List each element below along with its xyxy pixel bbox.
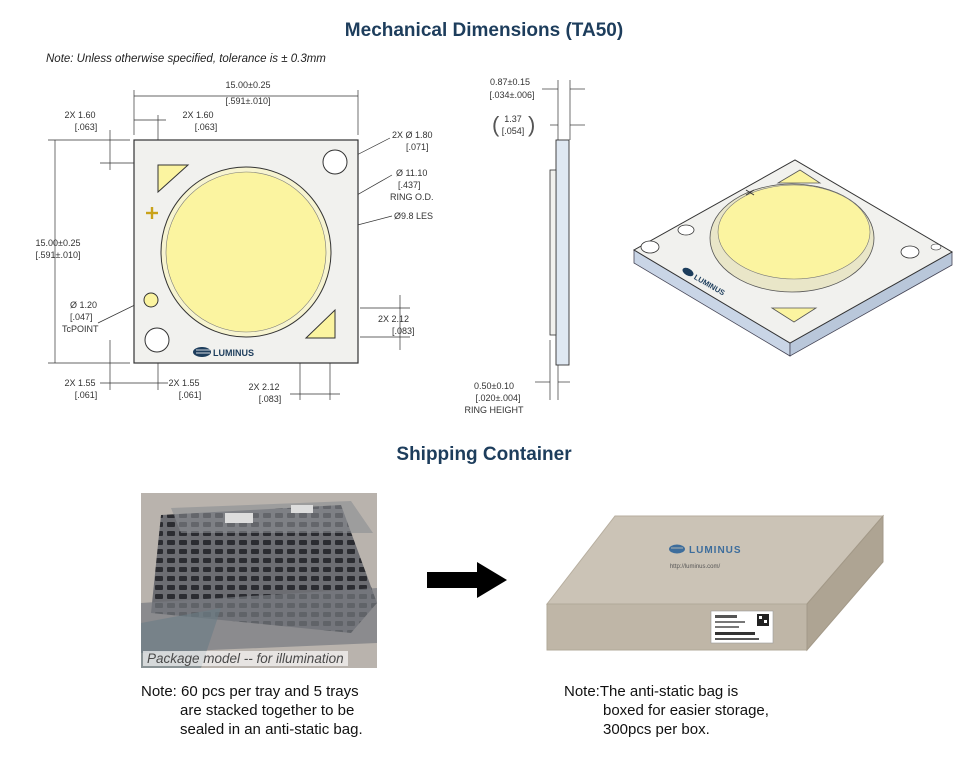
pad-bottom-dim: 2X 2.12	[248, 382, 279, 392]
shipping-box: LUMINUS http://luminus.com/	[545, 514, 885, 652]
width-dim-inch: [.591±.010]	[226, 96, 271, 106]
pad-dim-b: 2X 1.60	[182, 110, 213, 120]
hole-offset-b-inch: [.061]	[179, 390, 202, 400]
pad-dim-a-inch: [.063]	[75, 122, 98, 132]
ring-height-label: RING HEIGHT	[464, 405, 524, 415]
box-note-line-2: boxed for easier storage,	[603, 702, 769, 719]
page-title: Mechanical Dimensions (TA50)	[344, 20, 624, 41]
les-dim: Ø9.8 LES	[394, 211, 433, 221]
tray-photo: Package model -- for illumination	[141, 493, 377, 668]
svg-text:(: (	[492, 112, 500, 137]
height-dim: 15.00±0.25	[36, 238, 81, 248]
pad-right-dim: 2X 2.12	[378, 314, 409, 324]
box-brand: LUMINUS	[689, 545, 742, 556]
overall-dim-inch: [.054]	[502, 126, 525, 136]
hole-dim: 2X Ø 1.80	[392, 130, 433, 140]
box-logo-icon	[669, 544, 685, 554]
pad-dim-a: 2X 1.60	[64, 110, 95, 120]
pad-dim-b-inch: [.063]	[195, 122, 218, 132]
hole-dim-inch: [.071]	[406, 142, 429, 152]
pad-right-dim-inch: [.083]	[392, 326, 415, 336]
light-emitting-surface	[165, 171, 327, 333]
hole-offset-b: 2X 1.55	[168, 378, 199, 388]
iso-marker-icon	[745, 189, 755, 196]
top-view-drawing: LUMINUS 15.00±0.25 [.591±.010] 15.00±0.2…	[36, 80, 434, 404]
iso-light-emitting-surface	[717, 184, 871, 280]
box-note-line-3: 300pcs per box.	[603, 721, 710, 738]
tray-note-lead: Note:	[141, 683, 177, 700]
width-dim: 15.00±0.25	[226, 80, 271, 90]
ring-od-label: RING O.D.	[390, 192, 434, 202]
tolerance-note: Note: Unless otherwise specified, tolera…	[46, 53, 326, 65]
thickness-dim: 0.87±0.15	[490, 77, 530, 87]
ring-height-dim: 0.50±0.10	[474, 381, 514, 391]
box-url: http://luminus.com/	[670, 564, 721, 570]
isometric-view: LUMINUS	[633, 159, 954, 357]
box-note: Note:The anti-static bag is boxed for ea…	[564, 682, 769, 739]
side-view-drawing: 0.87±0.15 [.034±.006] 1.37 [.054] ( ) 0.…	[464, 77, 585, 415]
plus-marker-icon	[146, 207, 158, 219]
height-dim-inch: [.591±.010]	[36, 250, 81, 260]
tray-note-line-2: are stacked together to be	[180, 702, 355, 719]
tray-note-line-3: sealed in an anti-static bag.	[180, 721, 363, 738]
box-note-line-1: The anti-static bag is	[599, 683, 739, 700]
box-note-lead: Note:	[564, 683, 600, 700]
hole-offset-a: 2X 1.55	[64, 378, 95, 388]
luminus-logo-icon	[193, 347, 211, 357]
photo-caption: Package model -- for illumination	[143, 651, 348, 666]
tc-dim-inch: [.047]	[70, 312, 93, 322]
thickness-dim-inch: [.034±.006]	[490, 90, 535, 100]
tray-note-line-1: 60 pcs per tray and 5 trays	[181, 683, 359, 700]
top-view-brand: LUMINUS	[213, 348, 254, 358]
ring-height-dim-inch: [.020±.004]	[476, 393, 521, 403]
mount-hole	[322, 149, 348, 175]
tc-dim: Ø 1.20	[70, 300, 97, 310]
tc-point	[143, 292, 159, 308]
shipping-title: Shipping Container	[396, 444, 572, 465]
pad-bottom-dim-inch: [.083]	[259, 394, 282, 404]
tray-note: Note: 60 pcs per tray and 5 trays are st…	[141, 682, 363, 739]
mount-hole	[144, 327, 170, 353]
overall-dim: 1.37	[504, 114, 522, 124]
hole-offset-a-inch: [.061]	[75, 390, 98, 400]
ring-dim: Ø 11.10	[396, 168, 427, 178]
tc-label: TcPOINT	[62, 324, 99, 334]
right-arrow-icon	[427, 562, 507, 598]
svg-text:): )	[528, 112, 535, 137]
ring-dim-inch: [.437]	[398, 180, 421, 190]
